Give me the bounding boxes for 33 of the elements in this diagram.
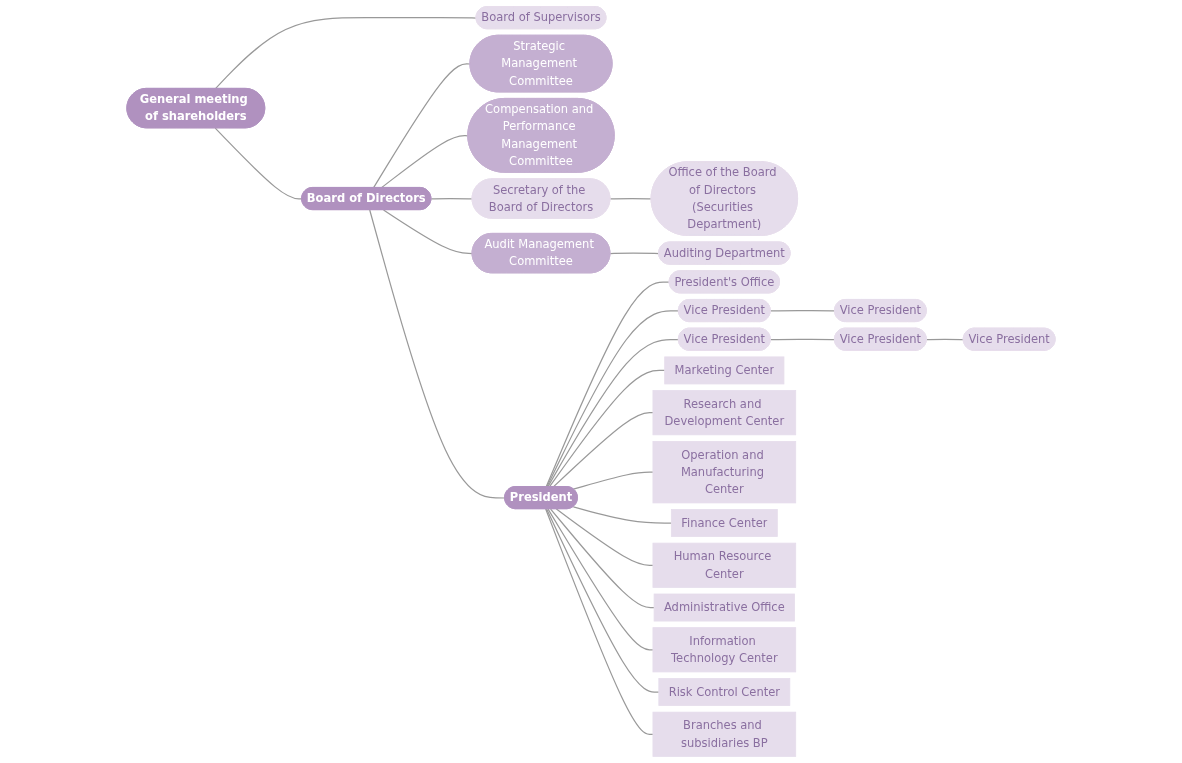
node-box: Human Resource Center (652, 542, 797, 588)
node-box: Operation and Manufacturing Center (652, 440, 797, 504)
connector (770, 310, 836, 312)
connector (550, 508, 655, 609)
connector (214, 17, 478, 90)
connector (770, 338, 836, 341)
node-box: Risk Control Center (658, 678, 791, 706)
connector (572, 506, 672, 524)
connector (214, 127, 303, 200)
node-box: Information Technology Center (652, 627, 797, 673)
connector (547, 338, 680, 488)
connector (546, 310, 680, 488)
connector (545, 281, 671, 488)
connector (555, 508, 654, 566)
connector (546, 508, 660, 693)
connector (380, 135, 469, 189)
node-box: Marketing Center (664, 356, 785, 385)
node-box: Administrative Office (653, 593, 795, 622)
connector (572, 471, 654, 490)
node-box: Branches and subsidiaries BP (652, 711, 797, 757)
connector (545, 508, 654, 735)
connector (926, 338, 965, 341)
connector (430, 198, 474, 200)
node-box: Research and Development Center (652, 390, 797, 436)
connector (609, 252, 660, 255)
connector (369, 209, 506, 499)
connector (552, 412, 654, 488)
connector (548, 369, 666, 488)
connector (547, 508, 654, 651)
connector (372, 63, 471, 189)
connector (609, 198, 653, 200)
node-box: Finance Center (670, 509, 778, 537)
connector (382, 209, 474, 255)
